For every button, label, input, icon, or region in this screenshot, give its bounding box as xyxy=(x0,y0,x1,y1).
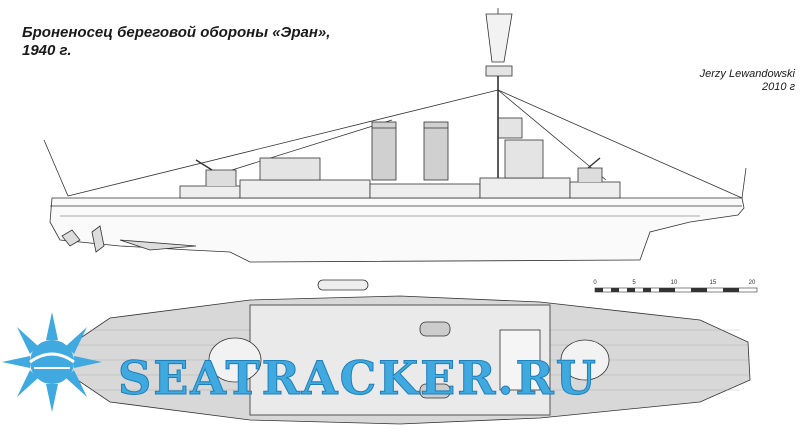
title-line-1: Броненосец береговой обороны «Эран», xyxy=(22,24,331,41)
side-profile xyxy=(43,8,747,263)
scale-tick-15: 15 xyxy=(710,280,717,286)
sunburst-icon xyxy=(2,312,102,412)
scale-tick-5: 5 xyxy=(632,280,636,286)
watermark-text: SEATRACKER.RU xyxy=(118,351,598,405)
drawing-title: Броненосец береговой обороны «Эран», 194… xyxy=(22,24,330,60)
author-name: Jerzy Lewandowski xyxy=(699,68,795,80)
scale-tick-10: 10 xyxy=(671,280,678,286)
author-year: 2010 г xyxy=(762,81,795,93)
plan-view xyxy=(47,279,751,425)
scale-bar xyxy=(594,287,758,293)
scale-tick-20: 20 xyxy=(749,280,756,286)
scale-tick-0: 0 xyxy=(593,280,597,286)
title-line-2: 1940 г. xyxy=(22,42,72,59)
scale-labels: 0 5 10 15 20 xyxy=(593,280,756,286)
author-credit: Jerzy Lewandowski 2010 г xyxy=(700,68,795,94)
